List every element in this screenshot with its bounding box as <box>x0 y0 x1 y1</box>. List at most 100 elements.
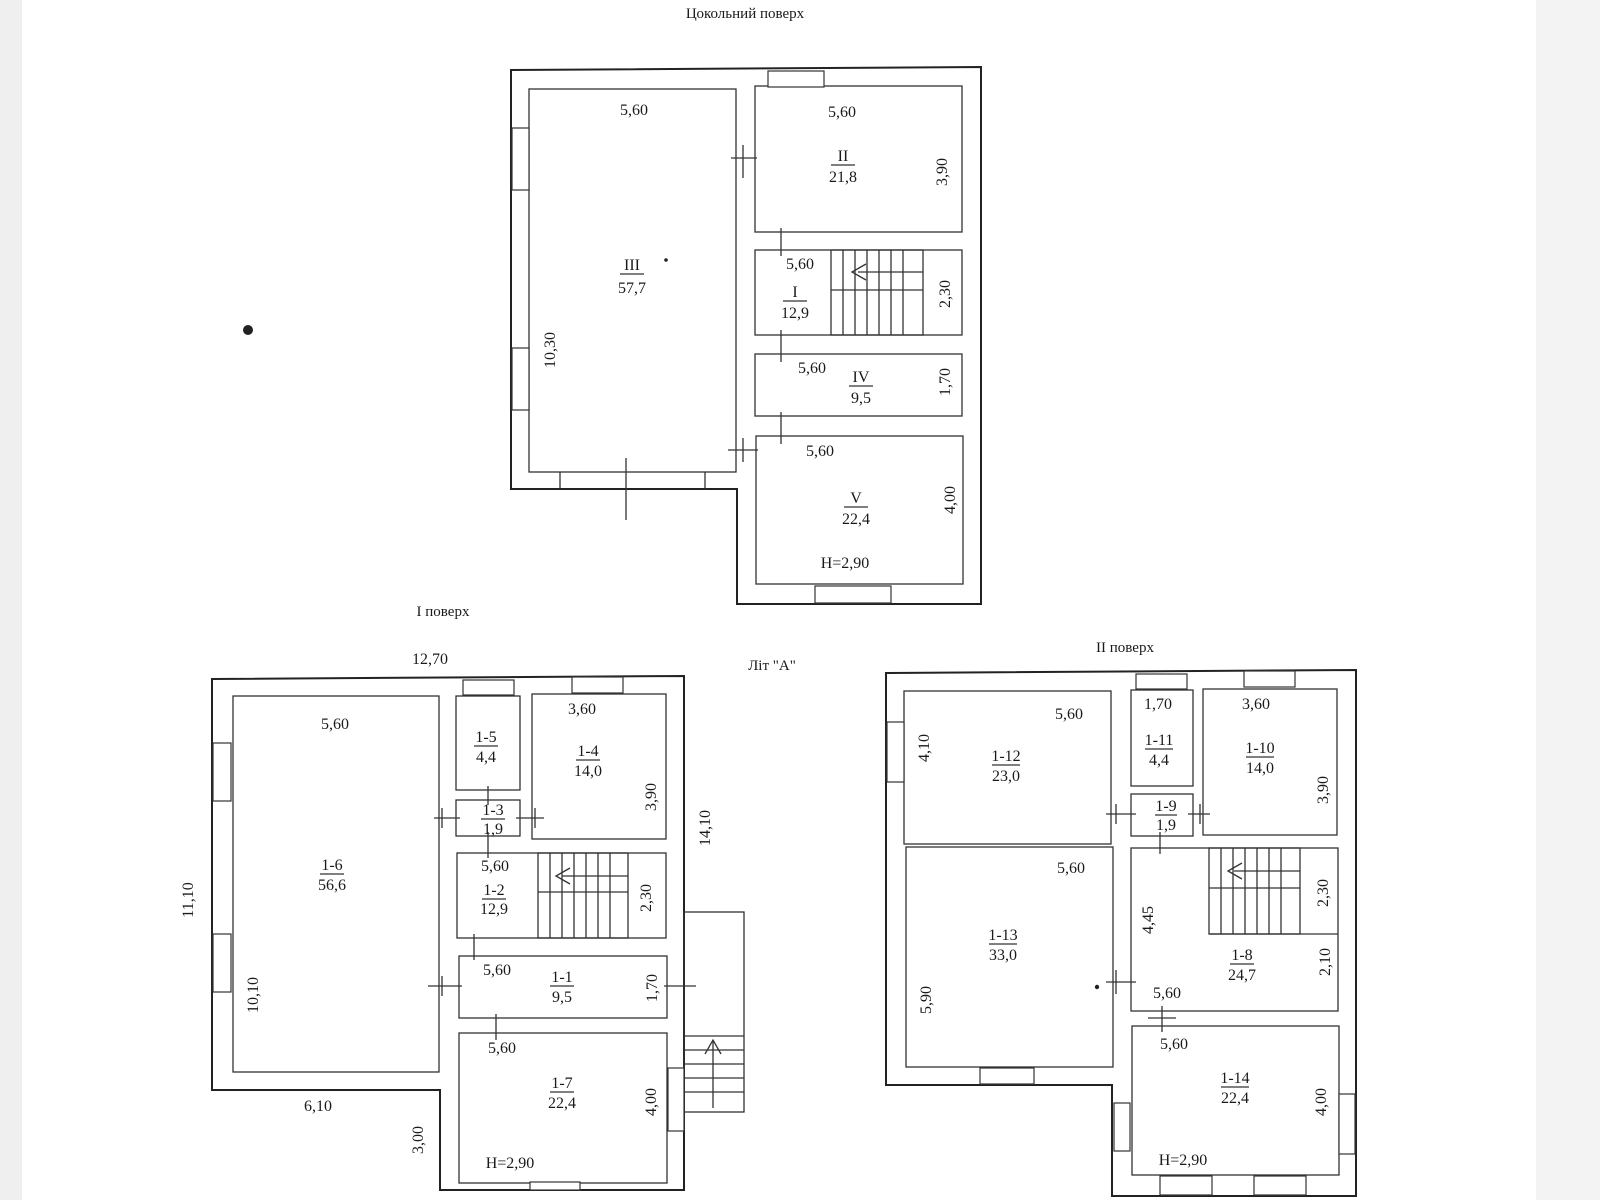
room-id: 1-14 <box>1220 1070 1249 1087</box>
room-id: 1-13 <box>988 927 1017 944</box>
scan-margin-left <box>0 0 22 1200</box>
dimension-label: 12,70 <box>412 651 448 668</box>
dimension-label: 5,60 <box>488 1040 516 1057</box>
dimension-label: 10,30 <box>542 332 559 368</box>
dimension-label: 2,30 <box>1315 879 1332 907</box>
window-marker <box>1338 1093 1356 1155</box>
room-area: 22,4 <box>548 1095 576 1112</box>
ceiling-height: Н=2,90 <box>1159 1152 1208 1169</box>
room-area: 22,4 <box>842 511 870 528</box>
dimension-label: 2,30 <box>638 884 655 912</box>
dimension-label: 3,90 <box>934 158 951 186</box>
staircase <box>1208 847 1338 935</box>
dimension-label: 3,90 <box>643 783 660 811</box>
dimension-label: 3,00 <box>410 1126 427 1154</box>
dimension-label: 4,10 <box>916 734 933 762</box>
dimension-label: 4,45 <box>1140 906 1157 934</box>
room-id: III <box>624 257 640 274</box>
entrance-stair-frame <box>683 911 745 1113</box>
room-area: 12,9 <box>480 901 508 918</box>
room-area: 14,0 <box>574 763 602 780</box>
dimension-label: 2,10 <box>1317 948 1334 976</box>
room-id: 1-7 <box>551 1075 572 1092</box>
room-area: 4,4 <box>476 749 496 766</box>
window-marker <box>1135 673 1188 690</box>
room-V-outline <box>755 435 964 585</box>
second-floor-title: II поверх <box>1096 640 1154 656</box>
dimension-label: 5,60 <box>806 443 834 460</box>
dimension-label: 5,90 <box>918 986 935 1014</box>
dimension-label: 6,10 <box>304 1098 332 1115</box>
dimension-label: 11,10 <box>180 882 197 917</box>
room-id: 1-9 <box>1155 798 1176 815</box>
dimension-label: 5,60 <box>1057 860 1085 877</box>
scan-speck <box>1094 984 1100 990</box>
window-marker <box>1253 1175 1307 1196</box>
room-id: V <box>850 490 862 507</box>
room-id: 1-5 <box>475 729 496 746</box>
room-II-outline <box>754 85 963 233</box>
window-marker <box>1113 1102 1131 1152</box>
room-area: 9,5 <box>851 390 871 407</box>
window-marker <box>979 1067 1035 1085</box>
room-area: 56,6 <box>318 877 346 894</box>
window-marker <box>1159 1175 1213 1196</box>
room-id: 1-4 <box>577 743 598 760</box>
room-id: 1-11 <box>1145 732 1174 749</box>
window-marker <box>529 1181 581 1191</box>
room-area: 33,0 <box>989 947 1017 964</box>
stair-arrowhead <box>554 867 571 885</box>
window-marker <box>1243 670 1296 688</box>
stair-arrowhead <box>850 263 867 281</box>
dimension-label: 1,70 <box>937 368 954 396</box>
room-id: 1-1 <box>551 969 572 986</box>
scan-speck <box>664 258 668 262</box>
room-1-6-outline <box>232 695 440 1073</box>
first-floor-outer-wall <box>211 674 685 1191</box>
first-floor-plan: 1-6 56,6 1-5 4,4 1-4 14,0 1-3 1,9 1-2 12… <box>180 651 745 1191</box>
window-marker <box>212 933 232 993</box>
dimension-label: 14,10 <box>697 810 714 846</box>
dimension-label: 5,60 <box>481 858 509 875</box>
dimension-label: 5,60 <box>483 962 511 979</box>
window-marker <box>511 127 530 191</box>
second-floor-outer-wall <box>885 668 1357 1197</box>
room-area: 14,0 <box>1246 760 1274 777</box>
dimension-label: 5,60 <box>1153 985 1181 1002</box>
room-area: 12,9 <box>781 305 809 322</box>
scan-margin-right <box>1536 0 1600 1200</box>
window-marker <box>767 70 825 88</box>
room-area: 57,7 <box>618 280 646 297</box>
stair-frame <box>537 852 629 939</box>
staircase <box>537 852 629 939</box>
window-marker <box>511 347 530 411</box>
room-id: 1-6 <box>321 857 342 874</box>
window-marker <box>814 585 892 604</box>
dimension-label: 4,00 <box>942 486 959 514</box>
dimension-label: 4,00 <box>643 1088 660 1116</box>
second-floor-plan: 1-12 23,0 1-11 4,4 1-10 14,0 1-9 1,9 1-1… <box>885 668 1357 1197</box>
room-id: 1-12 <box>991 748 1020 765</box>
dimension-label: 5,60 <box>1160 1036 1188 1053</box>
room-1-4-outline <box>531 693 667 840</box>
room-1-9-outline <box>1130 793 1194 837</box>
room-id: 1-2 <box>483 882 504 899</box>
room-id: I <box>792 284 797 301</box>
dimension-label: 5,60 <box>786 256 814 273</box>
room-id: IV <box>853 369 870 386</box>
basement-title: Цокольний поверх <box>686 6 805 22</box>
basement-plan: III 57,7 II 21,8 I 12,9 IV 9,5 V 22,4 Н=… <box>510 65 982 605</box>
ceiling-height: Н=2,90 <box>821 555 870 572</box>
window-marker <box>886 721 905 783</box>
basement-outer-wall <box>510 65 982 605</box>
dimension-label: 5,60 <box>620 102 648 119</box>
room-IV-outline <box>754 353 963 417</box>
dimension-label: 5,60 <box>321 716 349 733</box>
dimension-label: 3,60 <box>568 701 596 718</box>
room-area: 1,9 <box>1156 817 1176 834</box>
room-1-1-outline <box>458 955 668 1019</box>
window-marker <box>462 679 515 696</box>
room-id: 1-10 <box>1245 740 1274 757</box>
